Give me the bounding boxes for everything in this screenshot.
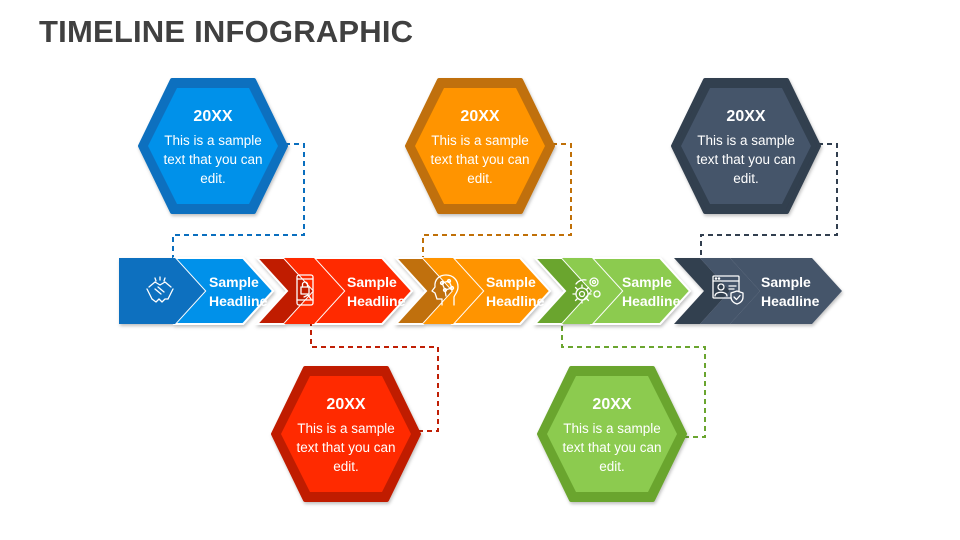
segment-3-line1: Sample xyxy=(486,274,536,290)
segment-1-line1: Sample xyxy=(209,274,259,290)
hex-2-inner xyxy=(281,376,411,492)
milestone-5-text: This is a sample text that you can edit. xyxy=(696,133,796,186)
segment-2-line1: Sample xyxy=(347,274,397,290)
segment-2-headline: Sample Headline xyxy=(347,273,405,311)
user-shield-window-icon xyxy=(712,275,744,305)
connector-2 xyxy=(310,324,439,432)
milestone-1: 20XX This is a sample text that you can … xyxy=(153,107,273,188)
gears-icon xyxy=(572,277,601,304)
connector-1 xyxy=(172,143,305,258)
milestone-4-text: This is a sample text that you can edit. xyxy=(562,421,662,474)
milestone-1-text: This is a sample text that you can edit. xyxy=(163,133,263,186)
segment-5-light xyxy=(730,258,842,324)
milestone-4-year: 20XX xyxy=(592,396,632,413)
segment-4-line2: Headline xyxy=(622,293,681,309)
connector-4 xyxy=(561,324,706,438)
segment-3-line2: Headline xyxy=(486,293,545,309)
milestone-4: 20XX This is a sample text that you can … xyxy=(552,395,672,476)
connector-3 xyxy=(422,143,572,258)
mobile-security-icon xyxy=(296,274,314,306)
handshake-icon xyxy=(146,276,174,303)
segment-5-headline: Sample Headline xyxy=(761,273,819,311)
segment-4-line1: Sample xyxy=(622,274,672,290)
milestone-2: 20XX This is a sample text that you can … xyxy=(286,395,406,476)
milestone-3: 20XX This is a sample text that you can … xyxy=(420,107,540,188)
milestone-5: 20XX This is a sample text that you can … xyxy=(686,107,806,188)
segment-1-line2: Headline xyxy=(209,293,268,309)
segment-3-headline: Sample Headline xyxy=(486,273,544,311)
segment-2-line2: Headline xyxy=(347,293,406,309)
segment-5-line2: Headline xyxy=(761,293,820,309)
milestone-2-year: 20XX xyxy=(326,396,366,413)
segment-1-headline: Sample Headline xyxy=(209,273,267,311)
segment-5-dark xyxy=(674,258,730,324)
milestone-5-year: 20XX xyxy=(726,108,766,125)
hex-3-inner xyxy=(415,88,545,204)
brain-head-icon xyxy=(431,274,459,306)
segment-4-headline: Sample Headline xyxy=(622,273,680,311)
milestone-3-text: This is a sample text that you can edit. xyxy=(430,133,530,186)
hex-1-inner xyxy=(148,88,278,204)
milestone-1-year: 20XX xyxy=(193,108,233,125)
hex-4-inner xyxy=(547,376,677,492)
page-title: TIMELINE INFOGRAPHIC xyxy=(39,14,414,49)
milestone-3-year: 20XX xyxy=(460,108,500,125)
segment-5-line1: Sample xyxy=(761,274,811,290)
milestone-2-text: This is a sample text that you can edit. xyxy=(296,421,396,474)
hex-5-inner xyxy=(681,88,811,204)
connector-5 xyxy=(700,143,838,258)
